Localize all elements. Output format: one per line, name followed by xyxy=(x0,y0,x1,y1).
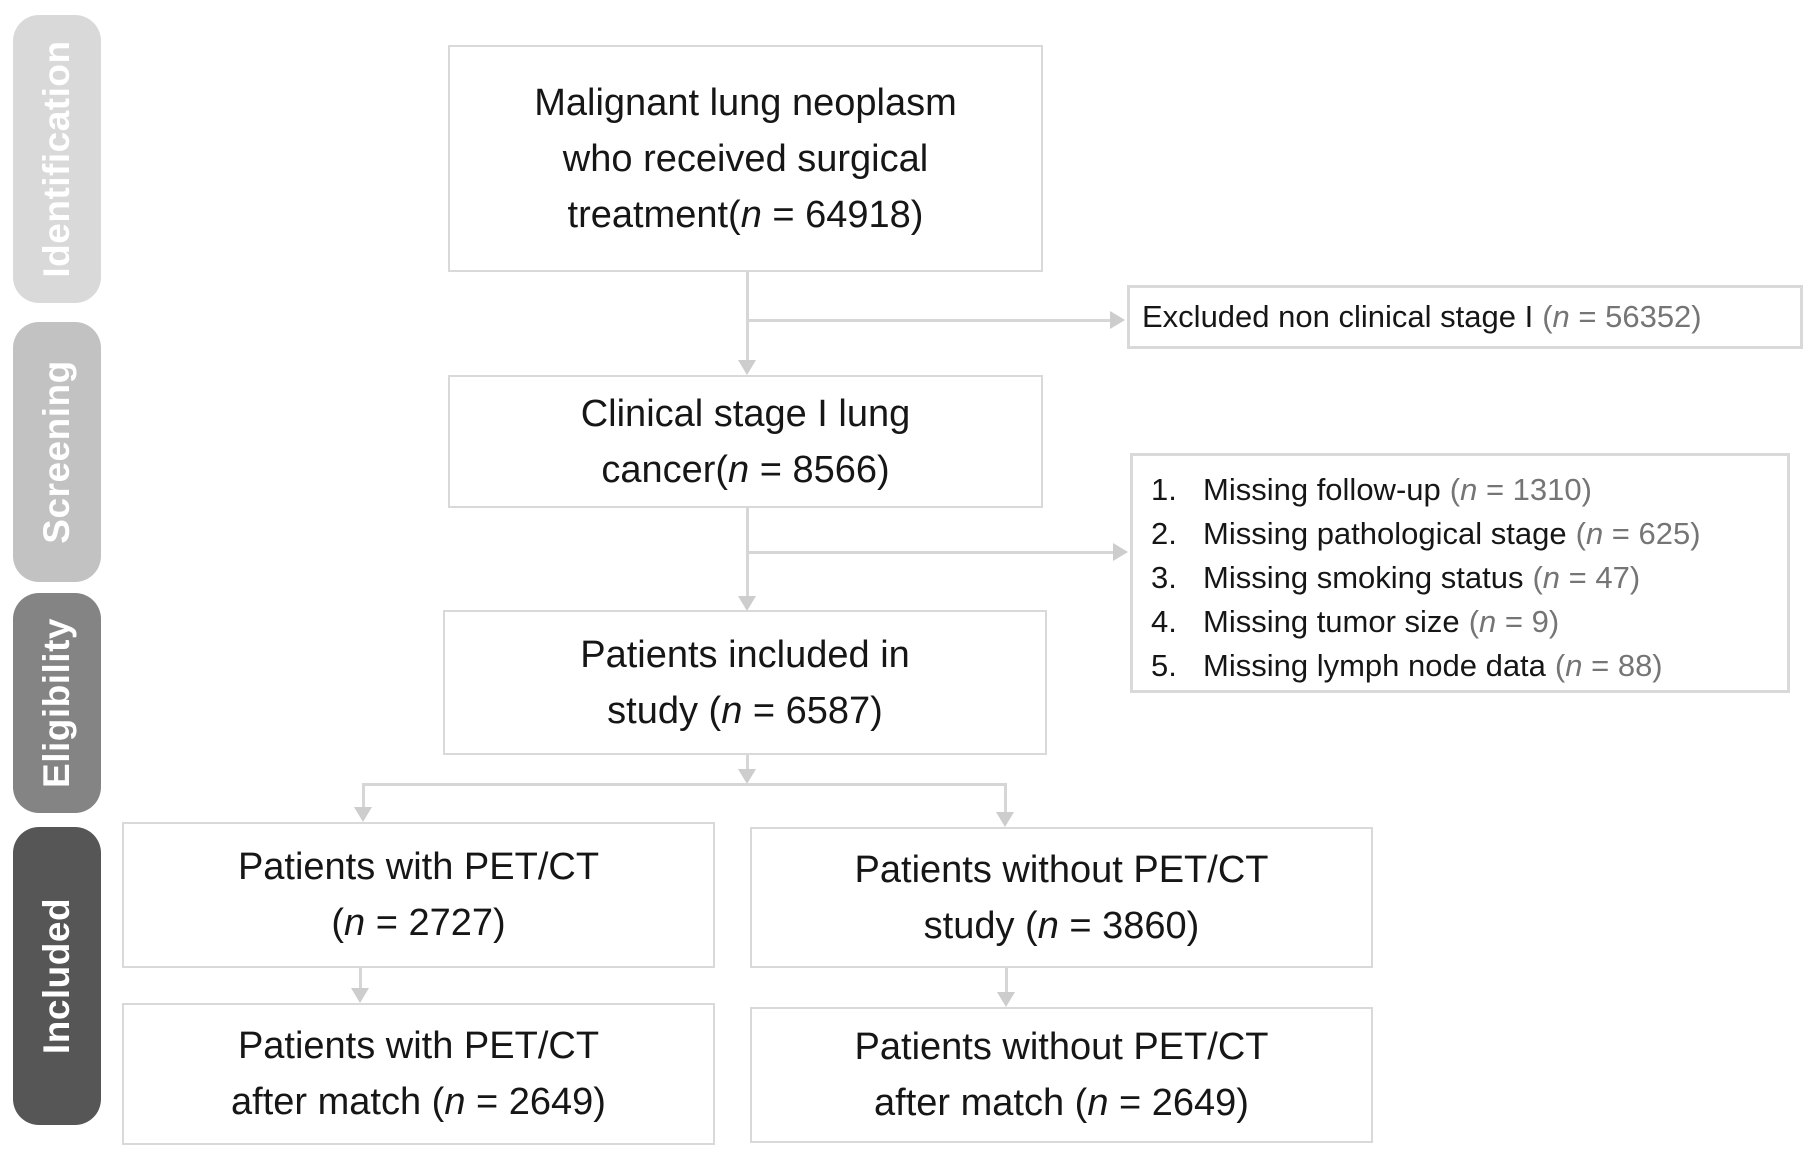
box-without-petct-after-match: Patients without PET/CT after match (n =… xyxy=(750,1007,1373,1143)
exclusion-item-number: 5. xyxy=(1151,648,1177,683)
box-malignant-lung-neoplasm: Malignant lung neoplasm who received sur… xyxy=(448,45,1043,272)
box-patients-included-text: Patients included in study (n = 6587) xyxy=(580,633,910,732)
exclusion-item-n-value: (n = 88) xyxy=(1554,648,1663,683)
stage-label-eligibility: Eligibility xyxy=(13,593,101,813)
exclusion-item-text: Missing follow-up xyxy=(1203,472,1441,507)
connector-branch-to-excluded xyxy=(746,319,1112,322)
exclusion-item-text: Missing smoking status xyxy=(1203,560,1524,595)
connector-split-to-without-petct xyxy=(1004,783,1007,813)
exclusion-item-number: 2. xyxy=(1151,516,1177,551)
exclusion-item: 3. Missing smoking status(n = 47) xyxy=(1151,556,1779,600)
exclusion-item: 5. Missing lymph node data(n = 88) xyxy=(1151,644,1779,688)
exclusion-item: 1. Missing follow-up(n = 1310) xyxy=(1151,468,1779,512)
stage-label-included-text: Included xyxy=(36,897,77,1055)
stage-label-screening: Screening xyxy=(13,322,101,582)
exclusion-item-text: Missing pathological stage xyxy=(1203,516,1567,551)
arrowhead-down-icon xyxy=(354,807,372,822)
exclusion-item: 4. Missing tumor size(n = 9) xyxy=(1151,600,1779,644)
exclusion-item-number: 4. xyxy=(1151,604,1177,639)
exclusion-item-n-value: (n = 9) xyxy=(1468,604,1560,639)
box-with-petct: Patients with PET/CT (n = 2727) xyxy=(122,822,715,968)
box-patients-included: Patients included in study (n = 6587) xyxy=(443,610,1047,755)
exclusion-item-n-value: (n = 1310) xyxy=(1449,472,1592,507)
arrowhead-down-icon xyxy=(996,812,1014,827)
connector-study-to-split xyxy=(746,755,749,771)
arrowhead-right-icon xyxy=(1110,311,1125,329)
box-without-petct-text: Patients without PET/CT study (n = 3860) xyxy=(854,848,1269,947)
excluded-text: Excluded non clinical stage I xyxy=(1142,299,1534,334)
connector-split-to-with-petct xyxy=(362,783,365,809)
stage-label-identification: Identification xyxy=(13,15,101,303)
connector-malignant-to-clinical xyxy=(746,272,749,362)
exclusion-item-number: 1. xyxy=(1151,472,1177,507)
connector-split-rail xyxy=(362,783,1007,786)
box-without-petct-after-match-text: Patients without PET/CT after match (n =… xyxy=(854,1026,1269,1124)
arrowhead-down-icon xyxy=(738,769,756,784)
box-with-petct-text: Patients with PET/CT (n = 2727) xyxy=(237,846,600,944)
stage-label-eligibility-text: Eligibility xyxy=(36,618,77,788)
exclusion-item-text: Missing tumor size xyxy=(1203,604,1460,639)
box-with-petct-after-match: Patients with PET/CT after match (n = 26… xyxy=(122,1003,715,1145)
box-malignant-lung-neoplasm-text: Malignant lung neoplasm who received sur… xyxy=(534,81,957,236)
box-exclusion-reasons: 1. Missing follow-up(n = 1310) 2. Missing … xyxy=(1130,453,1790,693)
exclusion-item: 2. Missing pathological stage(n = 625) xyxy=(1151,512,1779,556)
connector-without-petct-to-match xyxy=(1005,968,1008,994)
box-clinical-stage1-text: Clinical stage I lung cancer(n = 8566) xyxy=(580,392,911,491)
connector-with-petct-to-match xyxy=(359,968,362,990)
arrowhead-down-icon xyxy=(738,596,756,611)
stage-label-included: Included xyxy=(13,827,101,1125)
exclusion-item-text: Missing lymph node data xyxy=(1203,648,1546,683)
arrowhead-down-icon xyxy=(738,360,756,375)
stage-label-identification-text: Identification xyxy=(36,40,77,278)
exclusion-item-n-value: (n = 625) xyxy=(1575,516,1701,551)
exclusion-item-number: 3. xyxy=(1151,560,1177,595)
arrowhead-right-icon xyxy=(1113,543,1128,561)
stage-label-screening-text: Screening xyxy=(36,360,77,544)
arrowhead-down-icon xyxy=(997,992,1015,1007)
box-with-petct-after-match-text: Patients with PET/CT after match (n = 26… xyxy=(231,1025,606,1123)
box-excluded-non-stage1: Excluded non clinical stage I(n = 56352) xyxy=(1127,285,1803,349)
connector-branch-to-exclusion-reasons xyxy=(746,551,1116,554)
excluded-n-value: (n = 56352) xyxy=(1542,299,1702,334)
box-clinical-stage1: Clinical stage I lung cancer(n = 8566) xyxy=(448,375,1043,508)
box-without-petct: Patients without PET/CT study (n = 3860) xyxy=(750,827,1373,968)
arrowhead-down-icon xyxy=(351,988,369,1003)
exclusion-item-n-value: (n = 47) xyxy=(1532,560,1641,595)
